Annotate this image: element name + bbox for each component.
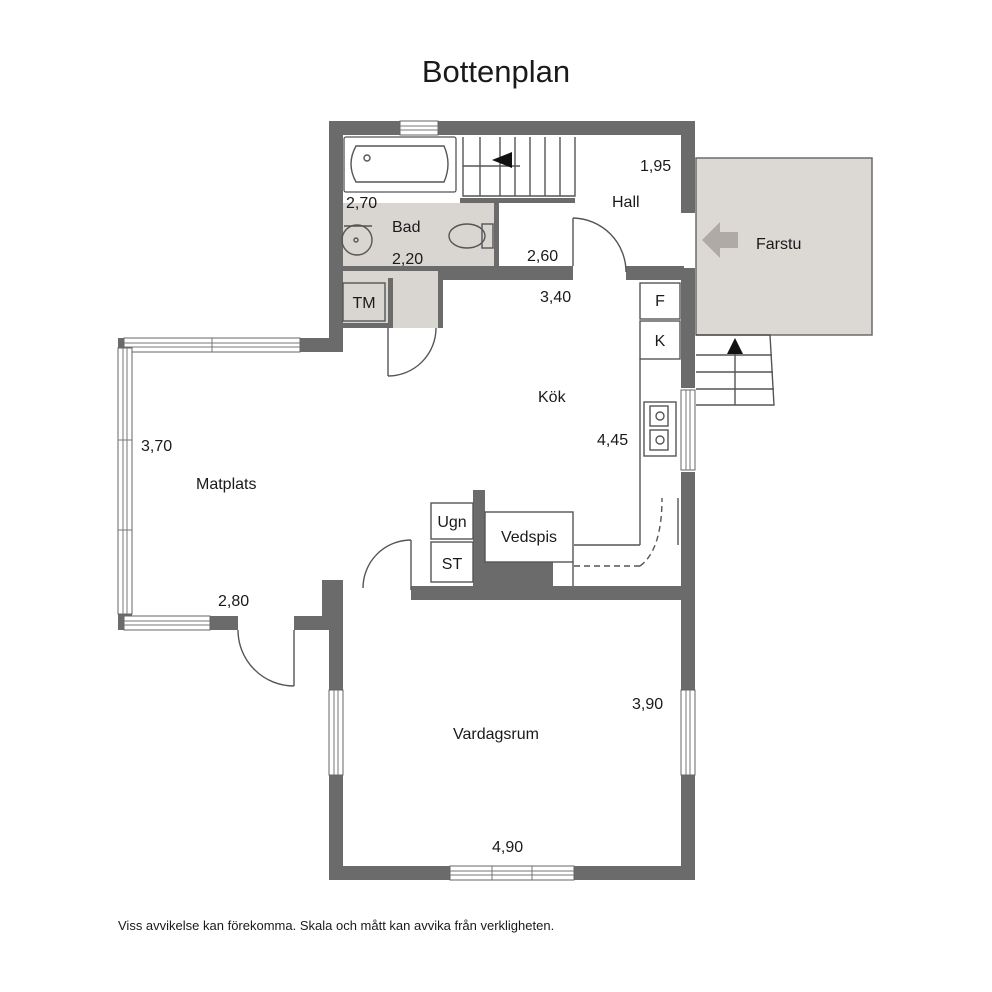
- room-label-vardagsrum: Vardagsrum: [453, 726, 539, 743]
- disclaimer: Viss avvikelse kan förekomma. Skala och …: [118, 918, 554, 933]
- fixture-label-ugn: Ugn: [437, 514, 466, 531]
- dim-kok-height: 4,45: [597, 432, 628, 449]
- dim-vardagsrum-width: 4,90: [492, 839, 523, 856]
- dim-matplats-height: 3,70: [141, 438, 172, 455]
- fixture-label-st: ST: [442, 556, 463, 573]
- stair-arrow-icon: [492, 152, 512, 168]
- dim-bad-width: 2,70: [346, 195, 377, 212]
- plan-title: Bottenplan: [422, 54, 570, 89]
- interior-walls: [343, 198, 695, 600]
- dim-vardagsrum-height: 3,90: [632, 696, 663, 713]
- entry-arrow-icon: [702, 222, 738, 258]
- doors: [237, 217, 679, 687]
- dim-hall-height: 2,60: [527, 248, 558, 265]
- porch-floor: [695, 157, 873, 336]
- bath-floor: [343, 203, 497, 328]
- dim-hall-width: 1,95: [640, 158, 671, 175]
- room-label-farstu: Farstu: [756, 236, 801, 253]
- windows: [117, 120, 696, 881]
- fixture-label-f: F: [655, 293, 665, 310]
- dim-kok-width: 3,40: [540, 289, 571, 306]
- stairs: [462, 137, 775, 406]
- fixture-label-tm: TM: [352, 295, 375, 312]
- room-label-bad: Bad: [392, 219, 420, 236]
- dim-matplats-width: 2,80: [218, 593, 249, 610]
- room-label-hall: Hall: [612, 194, 640, 211]
- fixtures: [341, 136, 681, 586]
- room-label-matplats: Matplats: [196, 476, 256, 493]
- bathtub-icon: [343, 136, 457, 193]
- dim-bad-height: 2,20: [392, 251, 423, 268]
- room-label-kok: Kök: [538, 389, 567, 406]
- fixture-label-vedspis: Vedspis: [501, 529, 557, 546]
- entry-steps-arrow-icon: [727, 338, 743, 354]
- fixture-label-k: K: [655, 333, 666, 350]
